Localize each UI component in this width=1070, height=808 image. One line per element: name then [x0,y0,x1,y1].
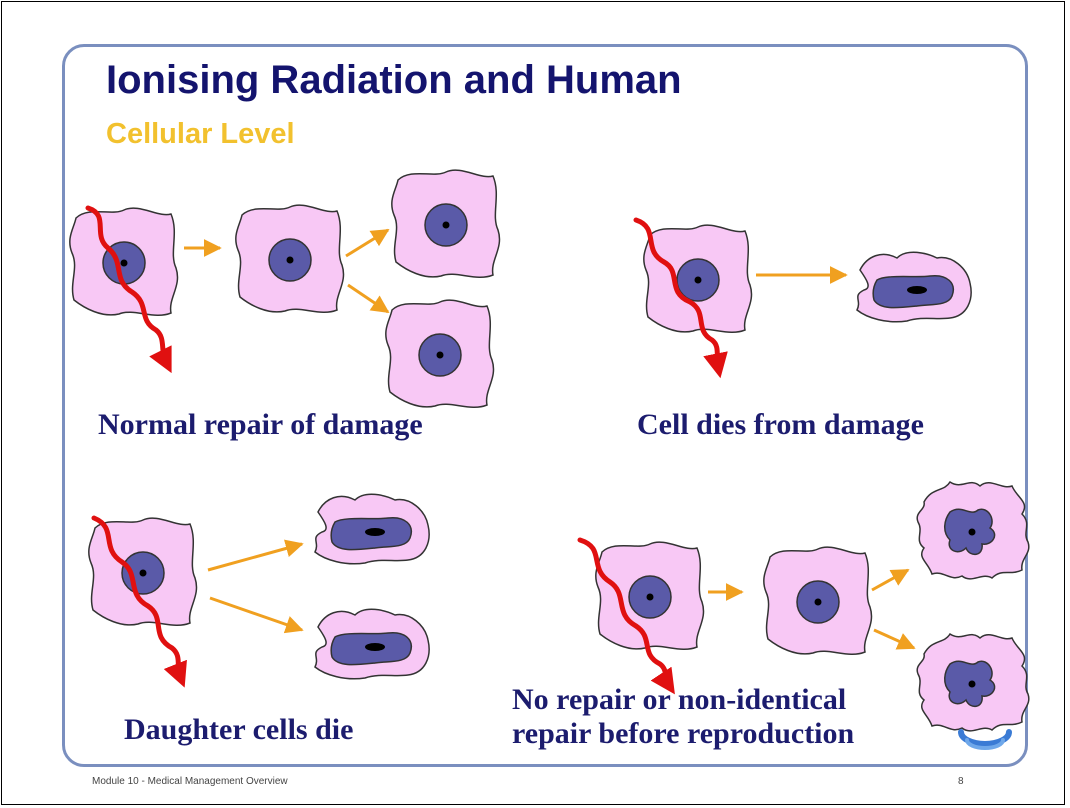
irradiated-cell [89,518,197,625]
normal-repair-panel [70,170,500,407]
unrepaired-cell [764,547,872,654]
caption-no-repair: No repair or non-identical repair before… [512,683,854,751]
caption-daughter-cells-die: Daughter cells die [124,713,353,747]
repaired-cell [236,205,344,312]
cell-dies-panel [636,220,971,366]
logo [961,732,1009,748]
arrow [210,598,302,630]
irradiated-cell [596,542,704,649]
daughter-cell-bottom [386,300,494,407]
caption-normal-repair: Normal repair of damage [98,408,423,442]
page-number: 8 [958,776,964,787]
irradiated-cell [70,208,178,315]
dead-daughter-cell-top [315,494,429,564]
footer-module-text: Module 10 - Medical Management Overview [92,776,288,787]
dead-daughter-cell-bottom [315,609,429,679]
caption-no-repair-line1: No repair or non-identical [512,683,854,717]
mutated-cell-bottom [917,634,1029,731]
arrow [874,630,914,648]
caption-cell-dies: Cell dies from damage [637,408,924,442]
arrow [346,230,388,256]
arrow [208,544,302,570]
daughter-die-panel [89,494,429,679]
dead-cell [857,252,971,322]
arrow [348,285,388,312]
caption-no-repair-line2: repair before reproduction [512,717,854,751]
mutated-cell-top [917,482,1029,579]
daughter-cell-top [392,170,500,277]
arrow [872,570,908,590]
